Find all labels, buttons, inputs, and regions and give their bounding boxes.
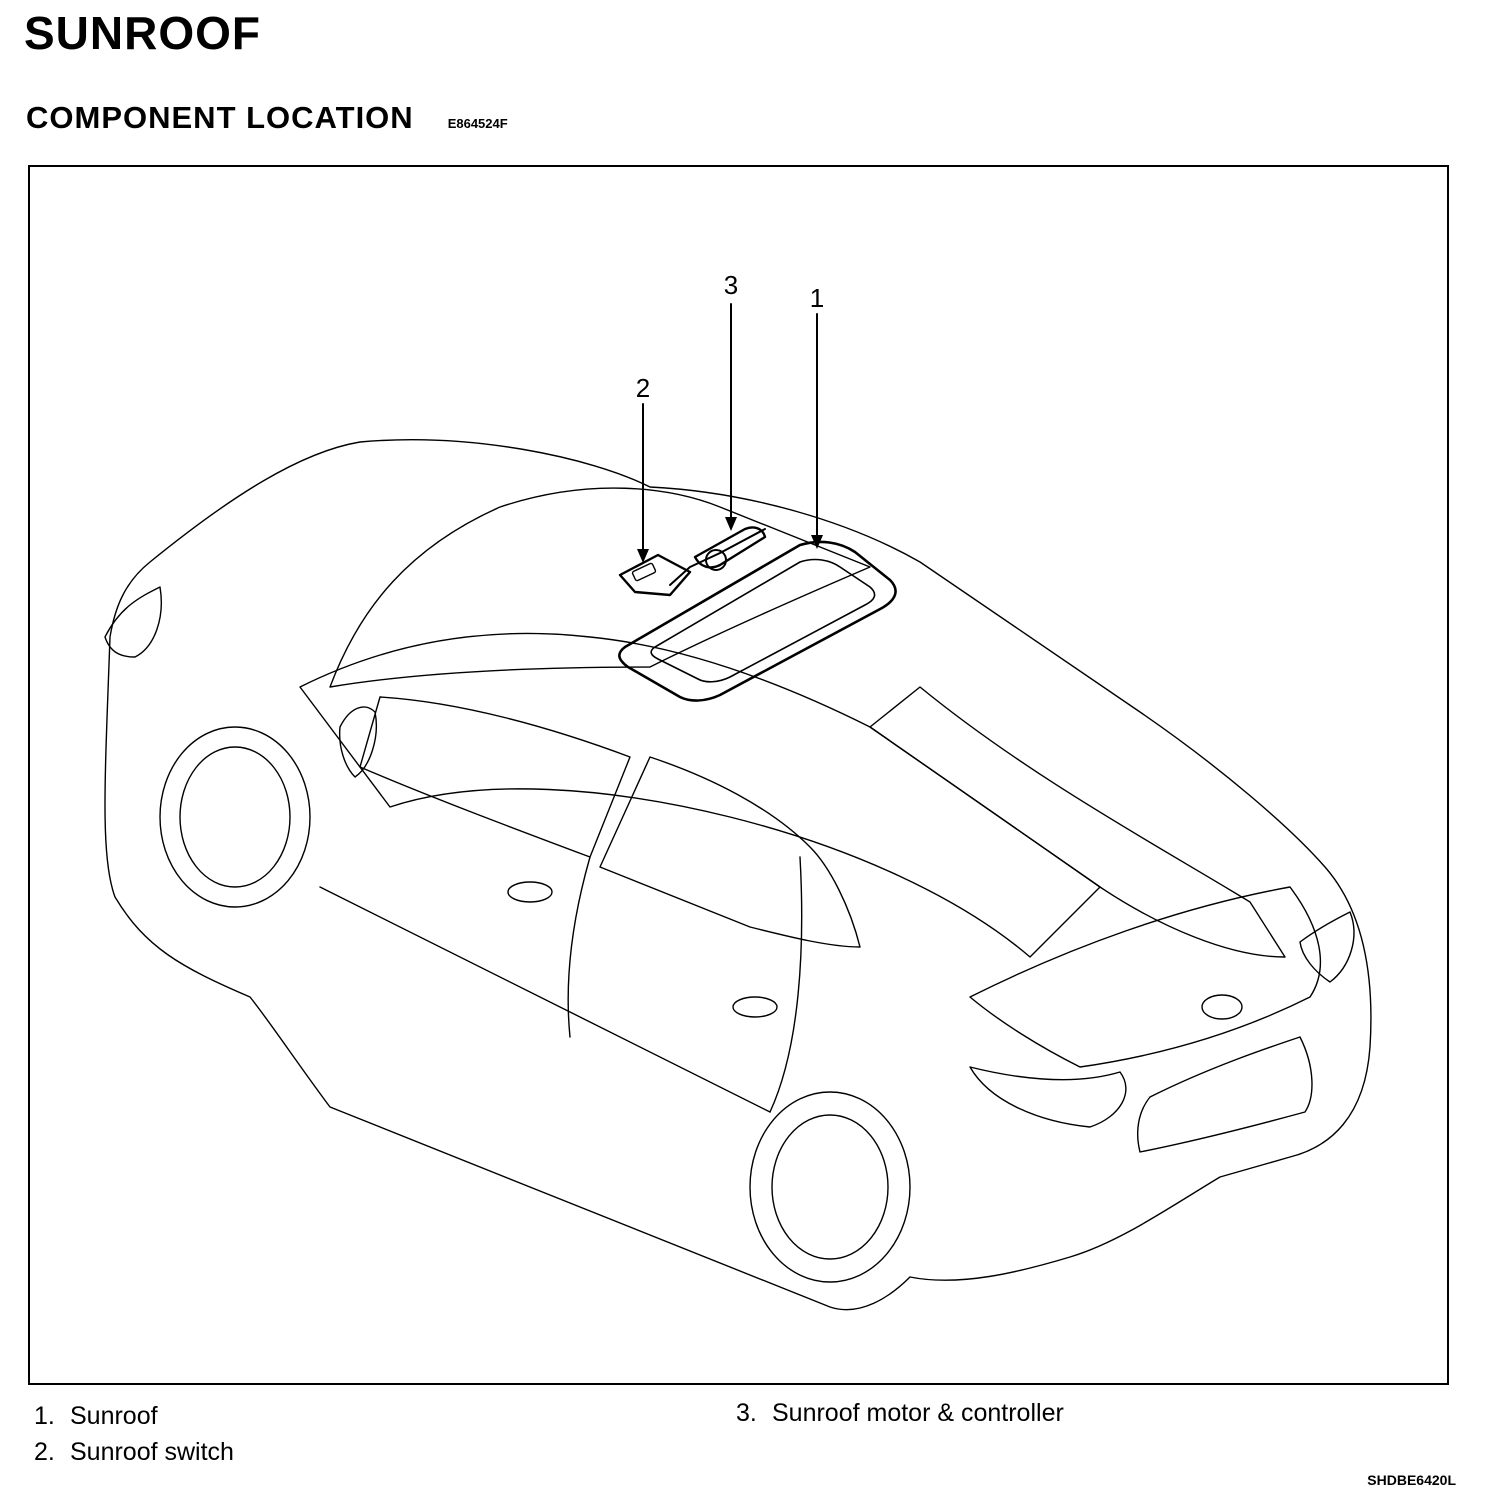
diagram-frame: 3 1 2 xyxy=(28,165,1449,1385)
callout-label-3: 3 xyxy=(724,270,738,300)
rear-wheel-inner xyxy=(771,1114,889,1260)
legend-item: 2.Sunroof switch xyxy=(34,1438,234,1466)
right-tail-lamp xyxy=(1299,911,1355,983)
rear-side-window xyxy=(599,756,861,948)
callout-arrow-3 xyxy=(725,517,737,531)
callout-label-2: 2 xyxy=(636,373,650,403)
sunroof-glass xyxy=(650,558,876,683)
section-code: E864524F xyxy=(447,116,508,131)
car-body-outline xyxy=(104,439,1372,1311)
sunroof-frame xyxy=(618,540,897,702)
side-mirror xyxy=(338,706,377,778)
legend-item: 1.Sunroof xyxy=(34,1402,158,1430)
trunk-lid xyxy=(969,886,1322,1068)
callout-arrow-1 xyxy=(811,535,823,549)
callout-arrow-2 xyxy=(637,549,649,563)
front-door-edge xyxy=(567,856,591,1038)
rear-emblem xyxy=(1201,994,1243,1020)
section-title: COMPONENT LOCATION xyxy=(26,100,414,135)
sunroof-switch xyxy=(618,553,692,597)
sunroof-switch-button xyxy=(631,562,657,582)
rear-wheel xyxy=(749,1091,911,1283)
rear-glass xyxy=(869,686,1286,958)
front-wheel-inner xyxy=(179,746,291,888)
page-title: SUNROOF xyxy=(24,7,261,59)
rocker-line xyxy=(319,886,771,1113)
legend-item: 3.Sunroof motor & controller xyxy=(736,1399,1064,1427)
roof-outline xyxy=(299,632,1101,958)
sunroof-motor xyxy=(693,526,767,569)
front-side-window xyxy=(359,696,631,858)
front-wheel xyxy=(159,726,311,908)
left-tail-lamp xyxy=(969,1066,1127,1128)
license-plate-recess xyxy=(1137,1036,1313,1153)
rear-door-edge xyxy=(769,856,803,1113)
car-diagram: 3 1 2 xyxy=(104,270,1372,1311)
rear-door-handle xyxy=(732,996,778,1018)
figure-code: SHDBE6420L xyxy=(1367,1472,1456,1488)
callout-label-1: 1 xyxy=(810,283,824,313)
sunroof-harness xyxy=(669,528,766,586)
section-header: COMPONENT LOCATION E864524F xyxy=(26,100,508,136)
headlamp xyxy=(104,586,162,658)
front-door-handle xyxy=(507,881,553,903)
windshield xyxy=(329,487,871,688)
